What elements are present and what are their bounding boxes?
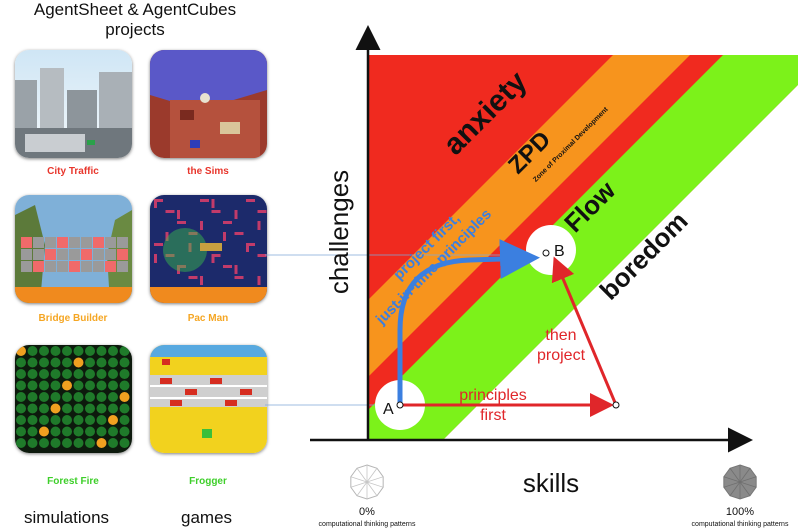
point-a-dot xyxy=(396,401,404,409)
scale-min-label: 0% xyxy=(359,506,375,518)
point-b-dot xyxy=(542,249,550,257)
flow-zone xyxy=(368,55,798,440)
project-label-frogger: Frogger xyxy=(189,476,227,487)
city-traffic-thumbnail[interactable] xyxy=(15,50,132,158)
y-axis-label: challenges xyxy=(324,170,354,294)
project-label-the-sims: the Sims xyxy=(187,166,229,177)
red-bottom-label-line1: principles xyxy=(459,387,527,404)
scale-max-label: 100% xyxy=(726,506,754,518)
header-title-line2: projects xyxy=(105,20,165,39)
frogger-thumbnail[interactable] xyxy=(150,345,267,453)
category-games: games xyxy=(181,508,233,527)
red-side-label-line2: project xyxy=(537,347,586,364)
header-title-line1: AgentSheet & AgentCubes xyxy=(33,0,237,19)
category-simulations: simulations xyxy=(24,508,110,527)
x-axis-label: skills xyxy=(523,468,579,498)
blue-path-arrow xyxy=(397,239,540,408)
project-label-bridge-builder: Bridge Builder xyxy=(38,313,108,324)
red-bottom-label-line2: first xyxy=(480,407,506,424)
scale-min-caption: computational thinking patterns xyxy=(319,521,416,528)
empty-pattern-icon xyxy=(350,464,384,500)
forest-fire-thumbnail[interactable] xyxy=(15,345,132,453)
scale-max-caption: computational thinking patterns xyxy=(692,521,789,528)
bridge-builder-thumbnail[interactable] xyxy=(15,195,132,303)
boredom-zone xyxy=(443,85,798,440)
project-label-city-traffic: City Traffic xyxy=(47,166,99,177)
project-label-forest-fire: Forest Fire xyxy=(47,476,99,487)
red-side-arrow xyxy=(551,256,618,406)
full-pattern-icon xyxy=(723,464,757,500)
the-sims-thumbnail[interactable] xyxy=(150,50,267,158)
header-title: AgentSheet & AgentCubes projects xyxy=(0,0,270,40)
zpd-zone xyxy=(368,55,690,440)
red-side-label-line1: then xyxy=(545,327,576,344)
corner-dot xyxy=(612,401,620,409)
point-b-circle xyxy=(526,225,576,275)
project-label-pac-man: Pac Man xyxy=(187,313,229,324)
point-a-label: A xyxy=(383,401,394,418)
pac-man-thumbnail[interactable] xyxy=(150,195,267,303)
point-b-label: B xyxy=(554,243,565,260)
